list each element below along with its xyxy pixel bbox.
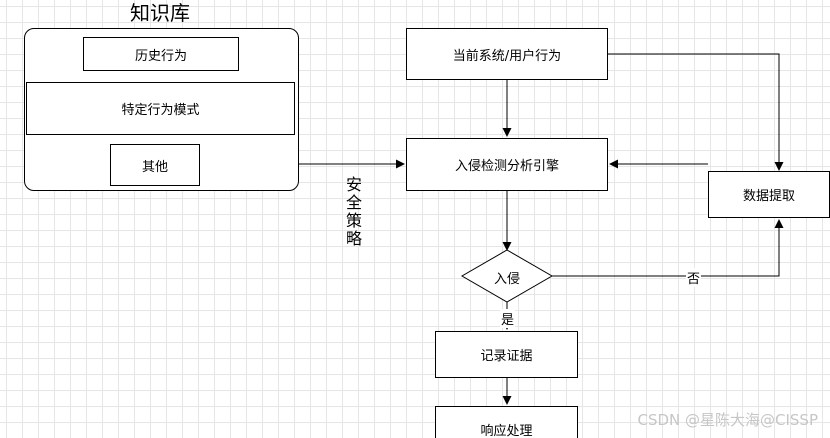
record-evidence-node: 记录证据 bbox=[435, 331, 578, 378]
kb-item-other: 其他 bbox=[110, 144, 200, 186]
watermark: CSDN @星陈大海@CISSP bbox=[637, 411, 818, 429]
decision-diamond bbox=[461, 249, 553, 303]
decision-label: 入侵 bbox=[493, 272, 520, 287]
edge-label-no: 否 bbox=[686, 268, 702, 287]
edge-decision-no bbox=[552, 219, 784, 277]
edge-label-yes: 是 bbox=[500, 309, 516, 328]
knowledge-base-title: 知识库 bbox=[130, 1, 190, 25]
data-extraction-node: 数据提取 bbox=[708, 171, 830, 218]
response-node: 响应处理 bbox=[435, 406, 578, 438]
edge-behavior-to-extraction bbox=[608, 53, 784, 171]
kb-item-specific-patterns: 特定行为模式 bbox=[26, 82, 295, 135]
security-policy-label: 安全策略 bbox=[343, 176, 362, 248]
current-behavior-node: 当前系统/用户行为 bbox=[406, 28, 608, 80]
kb-item-history-behavior: 历史行为 bbox=[83, 37, 239, 71]
intrusion-engine-node: 入侵检测分析引擎 bbox=[406, 138, 608, 191]
